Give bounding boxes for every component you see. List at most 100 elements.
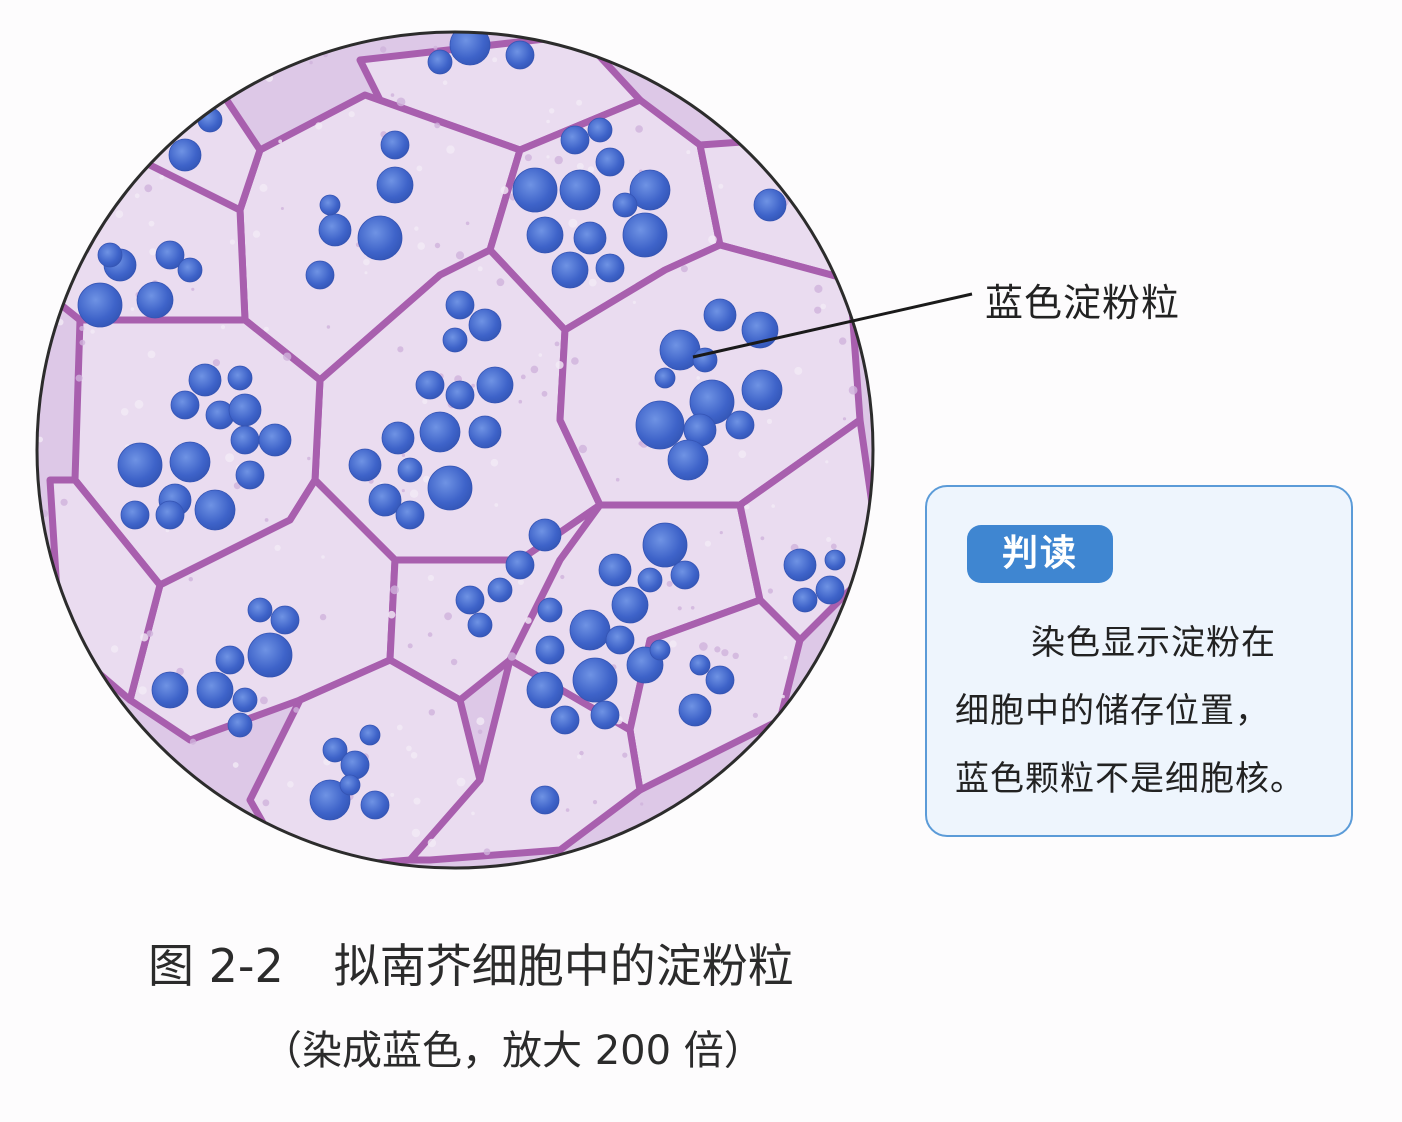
cytoplasm-speckle	[538, 353, 543, 357]
starch-granule	[598, 553, 632, 587]
cytoplasm-speckle	[490, 458, 499, 467]
cytoplasm-speckle	[149, 248, 157, 256]
starch-granule	[689, 654, 711, 676]
starch-granule	[270, 605, 300, 635]
cytoplasm-speckle	[471, 811, 475, 816]
cytoplasm-speckle	[680, 265, 688, 273]
starch-granule	[572, 657, 618, 703]
cytoplasm-speckle	[507, 652, 517, 661]
starch-granule	[319, 194, 341, 216]
microscope-field-outline	[35, 30, 875, 870]
callout-pointer-line	[692, 292, 973, 359]
cytoplasm-speckle	[696, 376, 700, 380]
cytoplasm-speckle	[760, 536, 765, 541]
cytoplasm-speckle	[138, 686, 147, 695]
cytoplasm-speckle	[434, 122, 441, 129]
starch-granule	[622, 212, 668, 258]
cytoplasm-speckle	[422, 398, 428, 405]
cytoplasm-speckle	[280, 207, 284, 210]
cytoplasm-speckle	[666, 580, 673, 587]
starch-granule	[667, 439, 709, 481]
starch-granule	[445, 290, 475, 320]
cytoplasm-speckle	[427, 632, 433, 637]
cytoplasm-speckle	[410, 752, 418, 759]
starch-granule	[305, 260, 335, 290]
cytoplasm-speckle	[396, 724, 403, 731]
starch-granule	[395, 500, 425, 530]
starch-granule	[629, 169, 671, 211]
starch-granule	[247, 632, 293, 678]
cytoplasm-speckle	[189, 738, 197, 745]
micrograph	[35, 30, 875, 870]
cytoplasm-speckle	[721, 649, 729, 657]
figure-subtitle: （染成蓝色，放大 200 倍）	[262, 1028, 764, 1074]
cytoplasm-speckle	[326, 325, 331, 329]
cytoplasm-speckle	[588, 278, 597, 287]
cytoplasm-speckle	[546, 155, 550, 159]
cytoplasm-speckle	[110, 645, 119, 653]
starch-granule	[442, 327, 468, 353]
cytoplasm-speckle	[622, 752, 628, 758]
starch-granule	[526, 216, 564, 254]
cytoplasm-speckle	[752, 712, 759, 718]
cytoplasm-speckle	[568, 218, 578, 228]
cytoplasm-speckle	[677, 606, 682, 611]
cytoplasm-speckle	[565, 808, 570, 812]
cytoplasm-speckle	[390, 792, 395, 797]
cytoplasm-speckle	[455, 251, 465, 260]
cytoplasm-speckle	[554, 155, 563, 165]
cytoplasm-speckle	[732, 652, 739, 659]
starch-granule	[415, 370, 445, 400]
starch-granule	[792, 587, 818, 613]
cytoplasm-speckle	[781, 694, 785, 699]
starch-granule	[97, 242, 123, 268]
starch-granule	[117, 442, 163, 488]
starch-granule-label: 蓝色淀粉粒	[985, 281, 1181, 325]
starch-granule	[381, 421, 415, 455]
cytoplasm-speckle	[615, 477, 620, 482]
interpretation-line-1: 染色显示淀粉在	[1031, 623, 1276, 663]
starch-granule	[824, 549, 846, 571]
figure-title: 拟南芥细胞中的淀粉粒	[333, 939, 794, 993]
cytoplasm-speckle	[264, 518, 269, 522]
cytoplasm-speckle	[576, 99, 583, 106]
starch-granule	[611, 586, 649, 624]
starch-granule	[528, 518, 562, 552]
starch-granule	[155, 500, 185, 530]
cytoplasm-speckle	[690, 606, 695, 610]
interpretation-box: 判读 染色显示淀粉在 细胞中的储存位置， 蓝色颗粒不是细胞核。	[925, 485, 1353, 837]
cytoplasm-speckle	[576, 162, 584, 170]
starch-granule	[595, 253, 625, 283]
cytoplasm-speckle	[635, 125, 643, 133]
starch-granule	[194, 489, 236, 531]
starch-granule	[155, 240, 185, 270]
cytoplasm-speckle	[783, 655, 788, 660]
starch-granule	[357, 215, 403, 261]
cytoplasm-speckle	[476, 717, 485, 726]
cytoplasm-speckle	[120, 408, 129, 416]
cytoplasm-speckle	[417, 242, 426, 250]
cytoplasm-speckle	[524, 154, 532, 162]
cytoplasm-speckle	[397, 346, 404, 353]
starch-granule	[535, 635, 565, 665]
cytoplasm-speckle	[848, 385, 858, 395]
starch-granule	[151, 671, 189, 709]
cytoplasm-speckle	[60, 498, 68, 506]
starch-granule	[560, 125, 590, 155]
cytoplasm-speckle	[839, 337, 847, 345]
cytoplasm-speckle	[278, 139, 283, 144]
cytoplasm-speckle	[530, 365, 539, 374]
cytoplasm-speckle	[719, 531, 723, 535]
starch-granule	[815, 575, 845, 605]
starch-granule	[359, 724, 381, 746]
starch-granule	[612, 192, 638, 218]
cytoplasm-speckle	[423, 475, 430, 483]
starch-granule	[215, 645, 245, 675]
cytoplasm-speckle	[130, 307, 135, 311]
cell-16	[406, 656, 644, 864]
cytoplasm-speckle	[229, 239, 235, 245]
cytoplasm-speckle	[465, 221, 470, 226]
cytoplasm-speckle	[225, 453, 235, 463]
cytoplasm-speckle	[401, 489, 405, 493]
cytoplasm-speckle	[794, 366, 803, 375]
